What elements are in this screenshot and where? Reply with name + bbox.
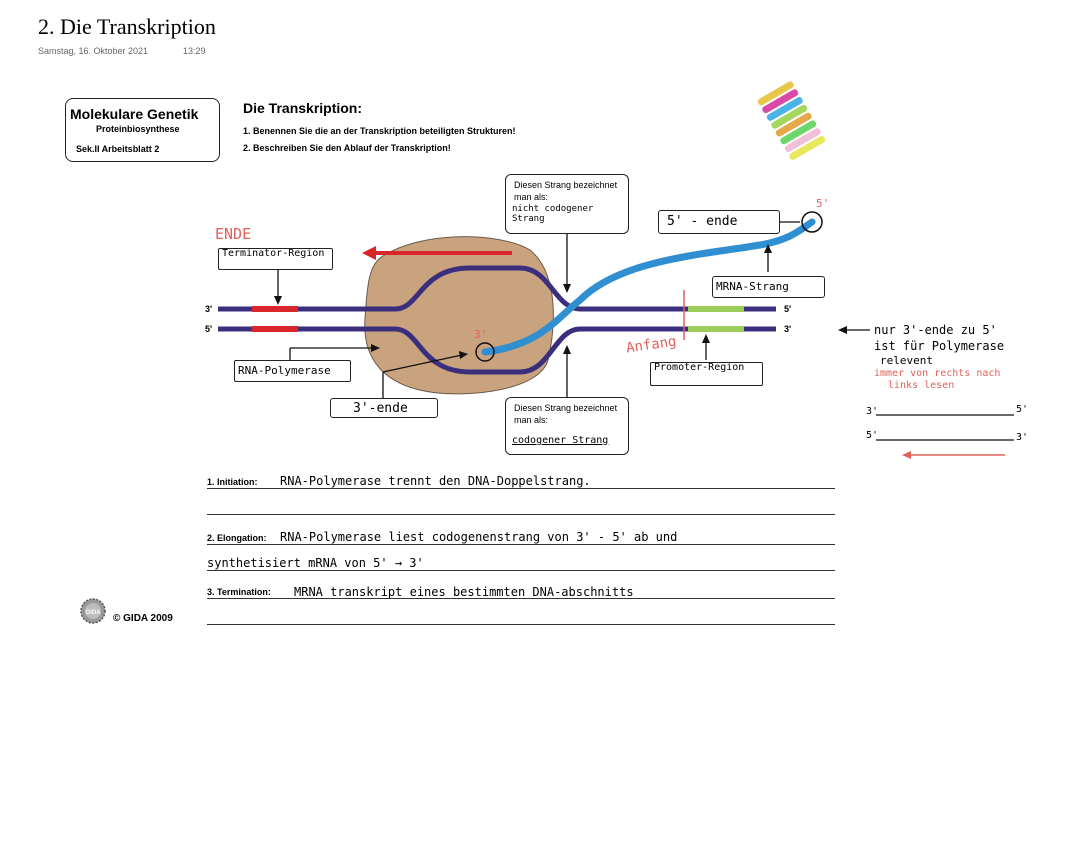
mrna-three-end-circle [475, 342, 495, 362]
end-label: ENDE [215, 225, 252, 243]
mrna-strand [481, 218, 816, 356]
coding-strand-bubble [394, 265, 581, 312]
mrna-three-prime-red: 3' [474, 328, 488, 341]
dna-three-prime-right: 3' [784, 324, 792, 334]
terminator-region-top [252, 306, 298, 312]
five-end-label: 5' - ende [658, 210, 780, 234]
side-strand-five-right: 5' [1016, 404, 1029, 415]
template-strand-bubble [394, 326, 581, 375]
note-time: 13:29 [183, 46, 206, 56]
template-strand-answer: codogener Strang [512, 435, 609, 446]
page-title: 2. Die Transkription [38, 14, 216, 39]
termination-answer: MRNA transkript eines bestimmten DNA-abs… [294, 585, 634, 599]
gida-logo-icon: GIDA [80, 598, 106, 624]
elongation-answer: RNA-Polymerase liest codogenenstrang von… [280, 530, 678, 544]
terminator-region-bottom [252, 326, 298, 332]
dna-three-prime-left: 3' [205, 304, 213, 314]
five-prime-red: 5' [816, 197, 830, 210]
termination-label: 3. Termination: [207, 587, 271, 597]
worksheet-subtitle: Proteinbiosynthese [96, 124, 180, 134]
terminator-region-label: Terminator-Region [218, 248, 333, 270]
elongation-label: 2. Elongation: [207, 533, 267, 543]
rna-polymerase-label: RNA-Polymerase [234, 360, 351, 382]
dna-five-prime-right: 5' [784, 304, 792, 314]
initiation-answer: RNA-Polymerase trennt den DNA-Doppelstra… [280, 474, 591, 488]
task-1: 1. Benennen Sie die an der Transkription… [243, 126, 516, 136]
promoter-region-label: Promoter-Region [650, 362, 763, 386]
worksheet-title-box: Molekulare Genetik Proteinbiosynthese Se… [65, 98, 220, 162]
worksheet-title: Molekulare Genetik [70, 106, 199, 122]
worksheet-heading: Die Transkription: [243, 100, 363, 116]
copyright: © GIDA 2009 [113, 613, 173, 624]
svg-text:GIDA: GIDA [86, 610, 102, 616]
side-note-line-4: immer von rechts nach [874, 368, 1001, 379]
side-strand-three-left: 3' [866, 406, 879, 417]
template-strand-label-box: Diesen Strang bezeichnet man als: codoge… [505, 397, 629, 455]
coding-strand-answer: nicht codogener Strang [512, 204, 594, 224]
side-strand-five-left: 5' [866, 430, 879, 441]
side-note-line-5: links lesen [888, 380, 955, 391]
task-2: 2. Beschreiben Sie den Ablauf der Transk… [243, 143, 451, 153]
note-date: Samstag, 16. Oktober 2021 [38, 46, 149, 56]
coding-strand-printed: Diesen Strang bezeichnet man als: [514, 180, 618, 202]
template-strand-printed: Diesen Strang bezeichnet man als: [514, 403, 618, 425]
three-end-label: 3'-ende [330, 398, 438, 418]
promoter-region-bottom [688, 326, 744, 332]
coding-strand-label-box: Diesen Strang bezeichnet man als: nicht … [505, 174, 629, 234]
side-note-line-3: relevent [880, 354, 933, 367]
dna-ribbon-icon [757, 81, 826, 160]
rna-polymerase-blob [364, 236, 554, 395]
side-note-line-2: ist für Polymerase [874, 339, 1005, 353]
mrna-five-end-circle [801, 211, 823, 233]
dna-five-prime-left: 5' [205, 324, 213, 334]
initiation-label: 1. Initiation: [207, 477, 258, 487]
elongation-answer-2: synthetisiert mRNA von 5' → 3' [207, 556, 424, 570]
side-note-line-1: nur 3'-ende zu 5' [874, 323, 997, 337]
mrna-label: MRNA-Strang [712, 276, 825, 298]
promoter-region-top [688, 306, 744, 312]
side-strand-three-right: 3' [1016, 432, 1029, 443]
worksheet-level: Sek.II Arbeitsblatt 2 [76, 144, 160, 154]
